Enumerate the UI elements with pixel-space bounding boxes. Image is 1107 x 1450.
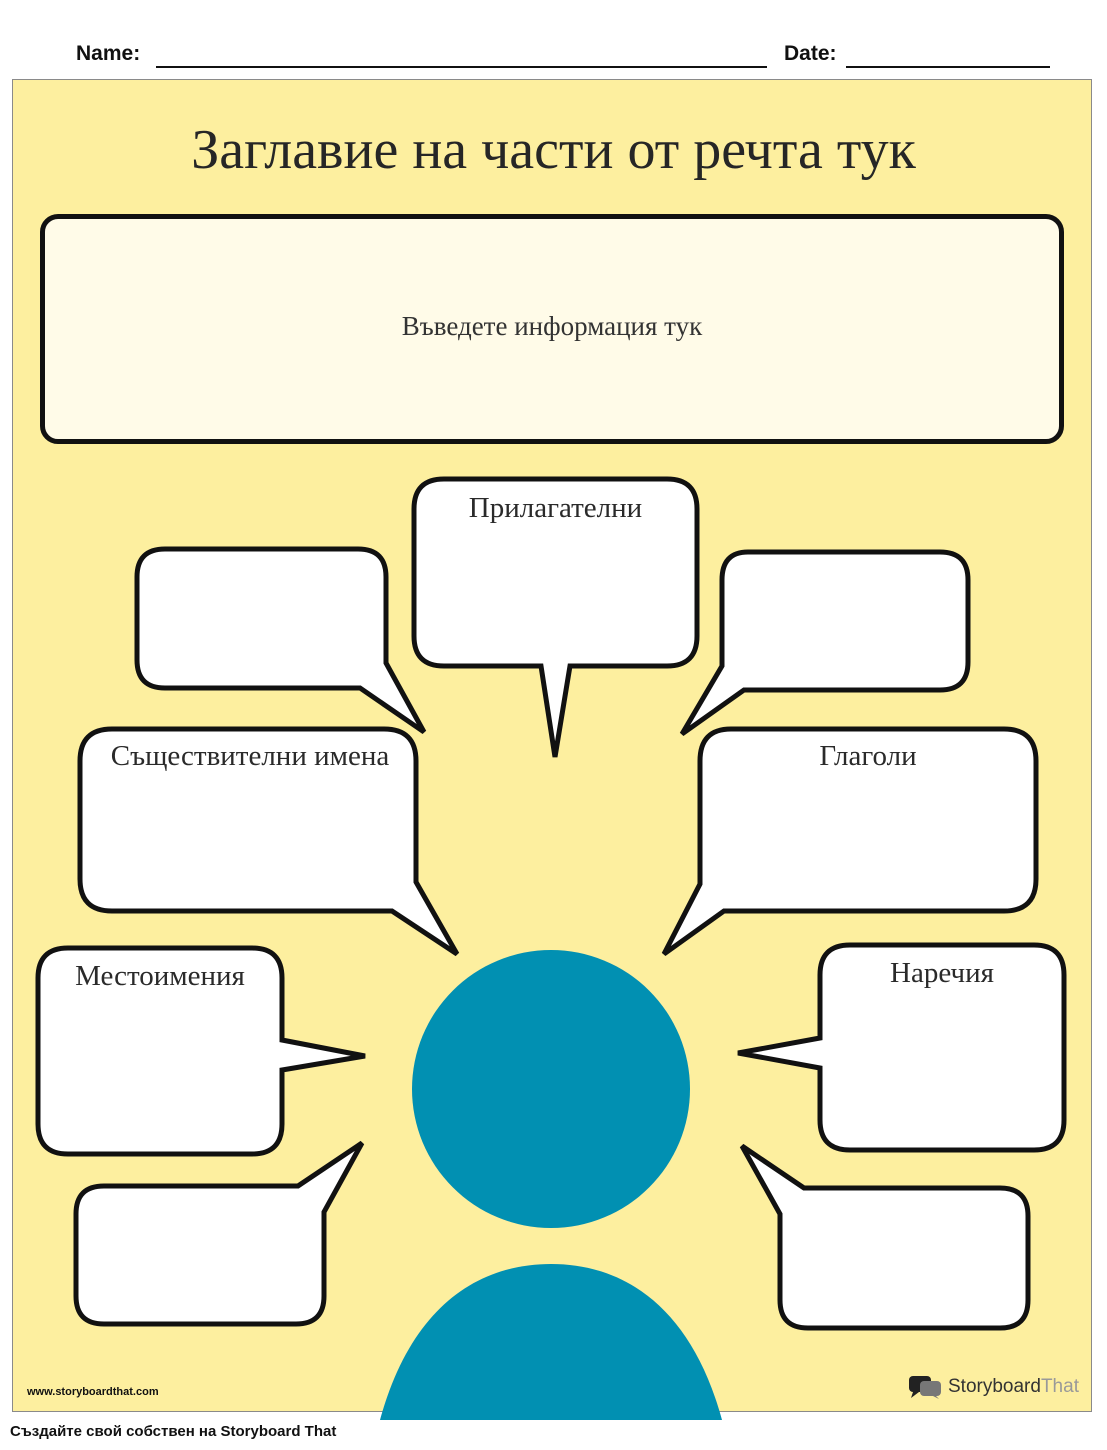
bubble-mid-left[interactable] <box>77 726 460 957</box>
bubble-label-adjectives: Прилагателни <box>468 492 643 524</box>
bubble-bottom-left[interactable] <box>73 1140 365 1327</box>
worksheet-title[interactable]: Заглавие на части от речта тук <box>191 119 916 181</box>
bubble-top-left[interactable] <box>134 546 427 735</box>
date-label: Date: <box>784 42 837 65</box>
speech-bubble-logo-icon <box>909 1376 941 1399</box>
bubble-label-nouns: Съществителни имена <box>110 740 390 772</box>
storyboardthat-logo: StoryboardThat <box>908 1374 1079 1400</box>
bubble-low-right[interactable] <box>737 942 1067 1153</box>
name-field[interactable] <box>156 66 767 68</box>
figure-head <box>412 950 690 1228</box>
footer-create-link[interactable]: Създайте свой собствен на Storyboard Tha… <box>10 1423 337 1440</box>
bubble-top-right[interactable] <box>679 549 971 737</box>
bubble-label-verbs: Глаголи <box>819 740 917 772</box>
bubble-bottom-right[interactable] <box>739 1143 1031 1331</box>
brand-storyboard: Storyboard <box>948 1376 1041 1397</box>
info-placeholder: Въведете информация тук <box>401 310 703 341</box>
figure-body <box>380 1264 722 1420</box>
bubble-low-left[interactable] <box>35 945 366 1157</box>
worksheet-header: Name: Date: <box>0 0 1107 78</box>
bubble-label-pronouns: Местоимения <box>75 960 245 992</box>
watermark-url: www.storyboardthat.com <box>27 1386 159 1398</box>
bubble-top-center[interactable] <box>411 476 700 758</box>
date-field[interactable] <box>846 66 1050 68</box>
bubble-label-adverbs: Наречия <box>890 957 994 989</box>
brand-that: That <box>1040 1376 1079 1397</box>
bubble-mid-right[interactable] <box>661 726 1039 957</box>
name-label: Name: <box>76 42 141 65</box>
info-box[interactable]: Въведете информация тук <box>40 214 1064 444</box>
